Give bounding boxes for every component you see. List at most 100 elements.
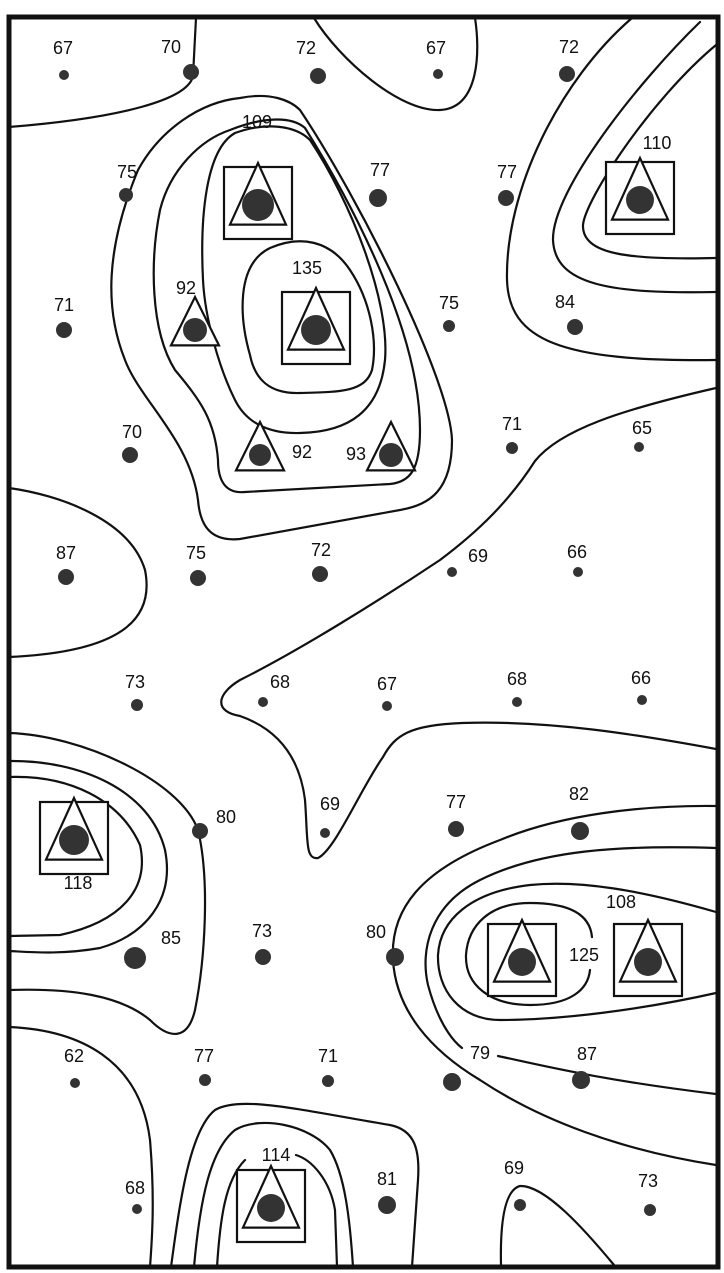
sample-point: 85: [124, 928, 181, 969]
sample-point: 66: [631, 668, 651, 705]
contour-line: [7, 16, 198, 129]
sample-dot-icon: [443, 1073, 461, 1091]
sample-point: 125: [486, 917, 599, 998]
sample-point: 66: [567, 542, 587, 577]
value-label: 62: [64, 1046, 84, 1066]
sample-point: 65: [632, 418, 652, 452]
contour-line: [215, 1153, 339, 1269]
contour-line: [551, 20, 718, 294]
value-label: 67: [53, 38, 73, 58]
sample-dot-icon: [255, 949, 271, 965]
sample-dot-icon: [443, 320, 455, 332]
sample-point: 72: [296, 38, 326, 84]
value-label: 118: [64, 873, 93, 893]
sample-point: 87: [56, 543, 76, 585]
value-label: 67: [426, 38, 446, 58]
sample-point: 80: [192, 807, 236, 839]
sample-dot-icon: [637, 695, 647, 705]
value-label: 77: [370, 160, 390, 180]
contour-line: [7, 1025, 154, 1269]
sample-point: 62: [64, 1046, 84, 1088]
sample-dot-icon: [301, 315, 331, 345]
contour-line: [581, 43, 718, 260]
contour-line: [7, 731, 207, 1036]
contour-line: [7, 759, 168, 954]
sample-point: 92: [169, 278, 221, 347]
sample-dot-icon: [59, 825, 89, 855]
sample-point: 69: [504, 1158, 526, 1211]
sample-dot-icon: [322, 1075, 334, 1087]
sample-point: 84: [555, 292, 583, 335]
sample-point: 118: [38, 795, 110, 893]
value-label: 65: [632, 418, 652, 438]
sample-dot-icon: [448, 821, 464, 837]
sample-dot-icon: [199, 1074, 211, 1086]
sample-point: 67: [53, 38, 73, 80]
sample-point: 75: [439, 293, 459, 332]
value-label: 70: [122, 422, 142, 442]
sample-point: 108: [606, 892, 684, 998]
value-label: 66: [567, 542, 587, 562]
value-label: 109: [242, 112, 272, 132]
contour-line: [220, 386, 718, 860]
value-label: 68: [507, 669, 527, 689]
sample-dot-icon: [571, 822, 589, 840]
contour-line: [201, 125, 387, 435]
sample-dot-icon: [320, 828, 330, 838]
sample-point: 77: [446, 792, 466, 837]
sample-point: 87: [572, 1044, 597, 1089]
sample-dot-icon: [310, 68, 326, 84]
sample-point: 77: [497, 162, 517, 206]
sample-dot-icon: [634, 948, 662, 976]
sample-dot-icon: [183, 318, 207, 342]
sample-dot-icon: [119, 188, 133, 202]
sample-point: 114: [235, 1145, 307, 1244]
sample-point: 67: [377, 674, 397, 711]
sample-point: 69: [447, 546, 488, 577]
value-label: 75: [439, 293, 459, 313]
value-label: 70: [161, 37, 181, 57]
sample-dot-icon: [122, 447, 138, 463]
sample-point: 92: [234, 419, 312, 472]
sample-dot-icon: [132, 1204, 142, 1214]
sample-dot-icon: [192, 823, 208, 839]
sample-point: 68: [125, 1178, 145, 1214]
sample-dot-icon: [506, 442, 518, 454]
sample-dot-icon: [626, 186, 654, 214]
sample-dot-icon: [386, 948, 404, 966]
value-label: 68: [270, 672, 290, 692]
value-label: 92: [176, 278, 196, 298]
value-label: 69: [320, 794, 340, 814]
sample-dot-icon: [190, 570, 206, 586]
value-label: 87: [577, 1044, 597, 1064]
sample-point: 109: [222, 112, 294, 241]
sample-point: 93: [346, 419, 417, 472]
contour-line: [192, 1121, 355, 1269]
sample-dot-icon: [124, 947, 146, 969]
value-label: 80: [216, 807, 236, 827]
contour-lines: [7, 16, 718, 1269]
sample-dot-icon: [447, 567, 457, 577]
sample-dot-icon: [433, 69, 443, 79]
sample-point: 82: [569, 784, 589, 840]
sample-point: 75: [186, 543, 206, 586]
value-label: 92: [292, 442, 312, 462]
sample-dot-icon: [514, 1199, 526, 1211]
value-label: 72: [296, 38, 316, 58]
value-label: 73: [125, 672, 145, 692]
value-label: 73: [252, 921, 272, 941]
value-label: 77: [497, 162, 517, 182]
contour-line: [7, 486, 148, 659]
sample-dot-icon: [183, 64, 199, 80]
sample-point: 71: [54, 295, 74, 338]
sample-point: 71: [318, 1046, 338, 1087]
sample-dot-icon: [59, 70, 69, 80]
sample-point: 73: [252, 921, 272, 965]
value-label: 71: [54, 295, 74, 315]
value-label: 69: [468, 546, 488, 566]
contour-line: [464, 901, 594, 1007]
sample-dot-icon: [382, 701, 392, 711]
sample-dot-icon: [572, 1071, 590, 1089]
